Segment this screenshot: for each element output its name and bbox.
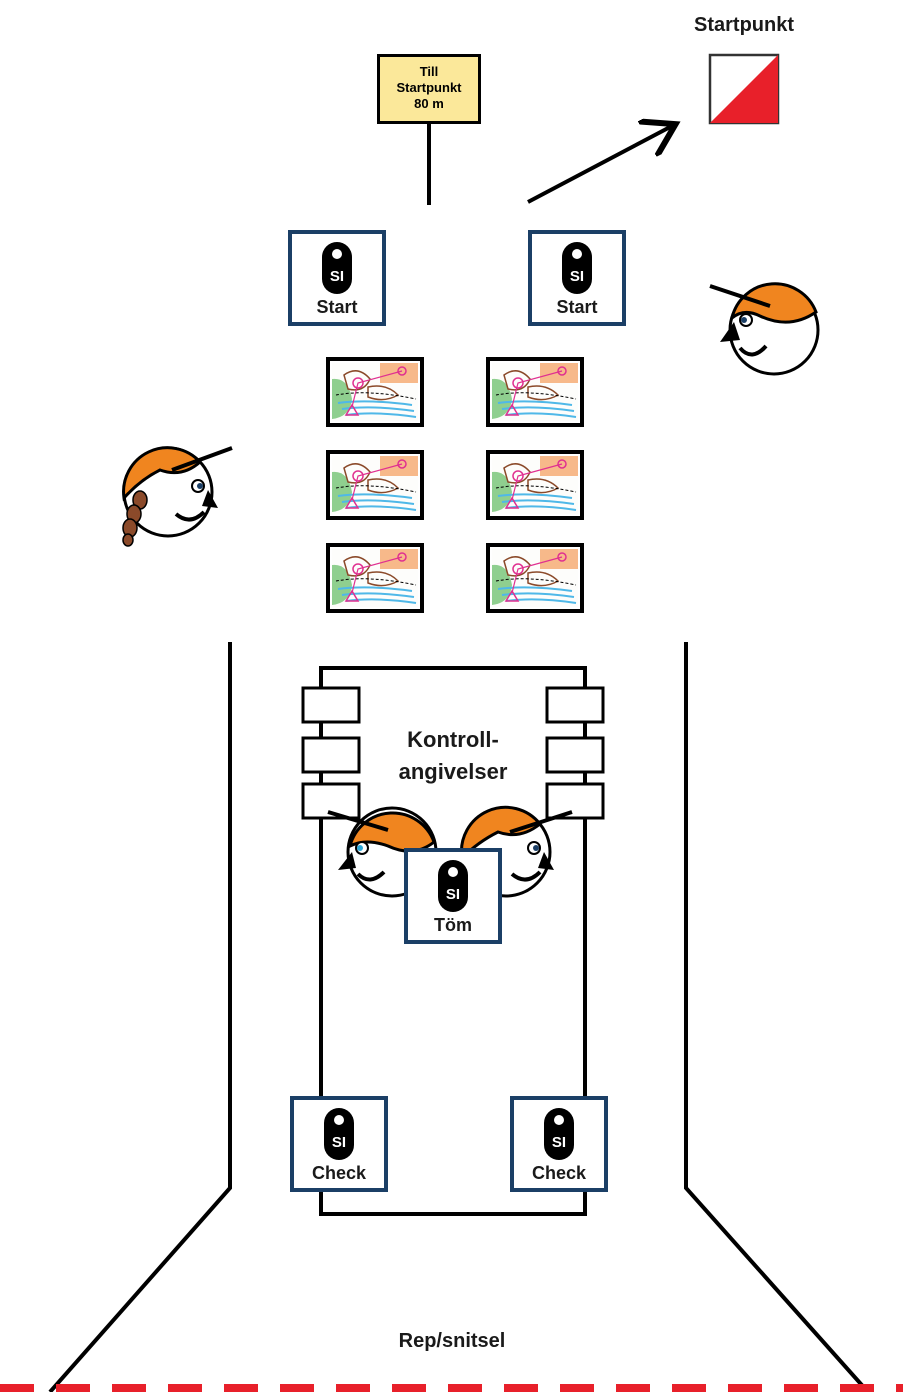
si-check-unit-right: SI Check xyxy=(510,1096,608,1192)
person-official-top-right xyxy=(709,282,820,376)
si-tag-hole xyxy=(334,1115,344,1125)
start-flag-icon xyxy=(708,53,780,125)
si-tag-icon: SI xyxy=(322,242,352,294)
si-tag-hole xyxy=(448,867,458,877)
map-thumbnail xyxy=(486,543,584,613)
si-start-unit-right: SI Start xyxy=(528,230,626,326)
si-tom-unit: SI Töm xyxy=(404,848,502,944)
si-tag-icon: SI xyxy=(562,242,592,294)
si-text: SI xyxy=(569,268,585,285)
si-start-unit-left: SI Start xyxy=(288,230,386,326)
rope-label: Rep/snitsel xyxy=(398,1330,506,1352)
si-unit-label: Töm xyxy=(434,915,472,935)
sign-line-1: Till xyxy=(419,64,439,79)
si-unit-label: Start xyxy=(316,297,358,317)
kontroll-label: Kontroll- angivelser xyxy=(368,724,538,788)
person-runner-left xyxy=(122,446,233,547)
map-thumbnail xyxy=(486,450,584,520)
direction-arrow xyxy=(527,126,672,204)
table-outline xyxy=(319,666,587,1216)
corridor-wall-right xyxy=(684,642,870,1392)
si-tag-hole xyxy=(554,1115,564,1125)
sign-line-3: 80 m xyxy=(414,96,444,111)
si-check-unit-left: SI Check xyxy=(290,1096,388,1192)
sign-line-2: Startpunkt xyxy=(396,80,462,95)
si-text: SI xyxy=(329,268,345,285)
kontroll-label-line-2: angivelser xyxy=(398,759,508,784)
si-tag-icon: SI xyxy=(438,860,468,912)
si-tag-hole xyxy=(332,249,342,259)
si-text: SI xyxy=(331,1134,347,1151)
corridor-wall-left xyxy=(48,642,232,1392)
si-unit-label: Start xyxy=(556,297,598,317)
kontroll-label-line-1: Kontroll- xyxy=(407,727,499,752)
si-unit-label: Check xyxy=(311,1163,367,1183)
description-holders-left xyxy=(301,686,361,820)
si-text: SI xyxy=(445,886,461,903)
distance-sign: Till Startpunkt 80 m xyxy=(377,54,481,124)
si-tag-icon: SI xyxy=(544,1108,574,1160)
map-thumbnail xyxy=(326,543,424,613)
startpunkt-label: Startpunkt xyxy=(694,14,794,36)
map-thumbnail xyxy=(326,357,424,427)
description-holders-right xyxy=(545,686,605,820)
si-unit-label: Check xyxy=(531,1163,587,1183)
map-thumbnail xyxy=(326,450,424,520)
si-text: SI xyxy=(551,1134,567,1151)
si-tag-icon: SI xyxy=(324,1108,354,1160)
map-thumbnail xyxy=(486,357,584,427)
si-tag-hole xyxy=(572,249,582,259)
